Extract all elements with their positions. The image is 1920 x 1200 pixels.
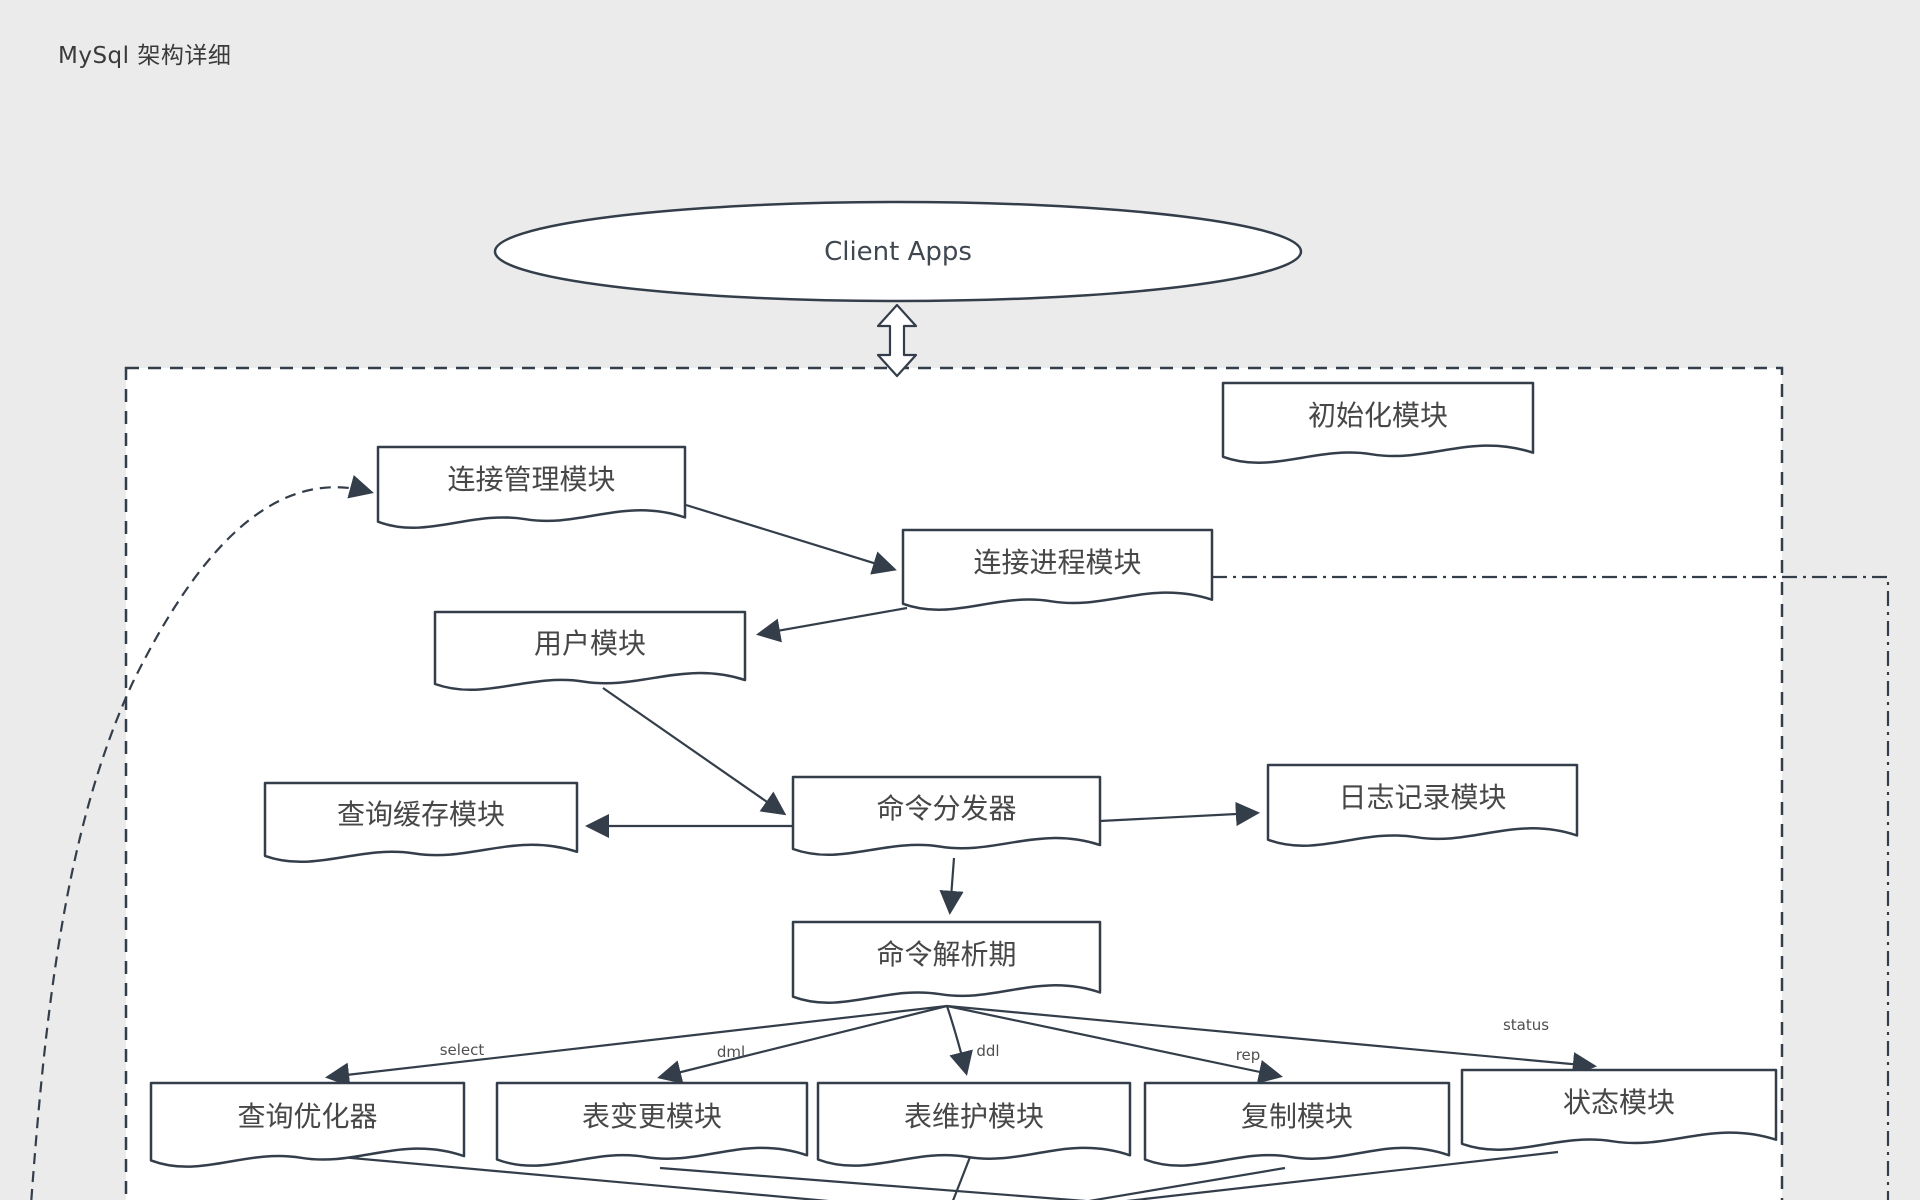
edge-user-to-dispatcher [602,687,787,816]
edge-dispatcher-to-log [1099,801,1261,827]
edge-parser-dml [657,1004,948,1084]
node-user-module [433,610,747,692]
node-conn-process [901,528,1214,611]
edge-parser-select [324,1004,948,1087]
edge-optimizer-down [284,1150,830,1200]
edge-connproc-dashdot [1212,575,1890,1200]
edge-dispatcher-to-parser [939,857,964,916]
edge-tablemaint-down [952,1151,974,1200]
node-init-module [1221,381,1535,464]
node-log-module [1266,763,1579,847]
node-status-module [1460,1068,1778,1151]
node-cmd-parser [791,920,1102,1004]
edge-parser-status [946,1004,1598,1077]
edge-parser-ddl [945,1005,973,1076]
edge-connmgr-to-connproc [685,503,897,575]
node-query-cache [263,781,579,864]
node-table-maintain [816,1081,1132,1167]
edge-dashed-loop-to-connmgr [30,475,374,1200]
node-conn-manager [376,445,687,529]
node-query-optimizer [149,1081,466,1168]
edge-parser-rep [946,1004,1283,1084]
node-cmd-dispatcher [791,775,1102,857]
edge-status-down [1125,1150,1559,1200]
node-table-change [495,1081,809,1167]
edge-replication-down [1088,1166,1286,1200]
double-arrow-icon [876,303,918,378]
node-replication-module [1143,1081,1451,1167]
edge-connproc-to-user [756,606,908,643]
node-client-apps [493,200,1303,303]
